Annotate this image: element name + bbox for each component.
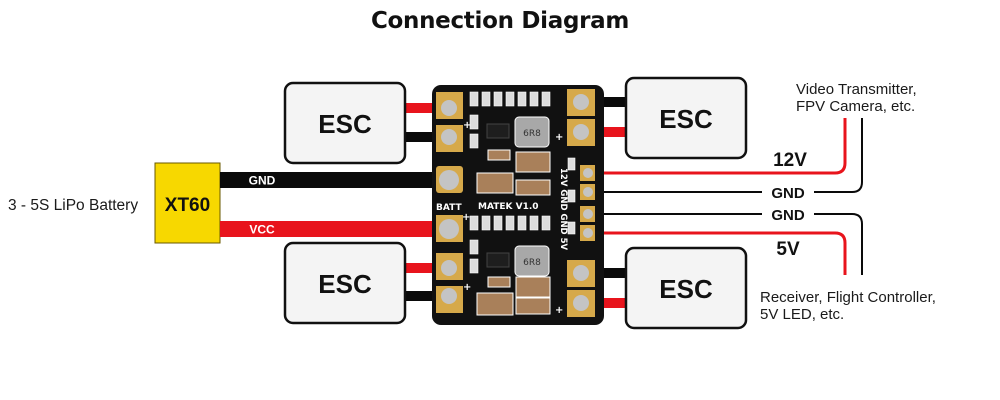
battery-label: 3 - 5S LiPo Battery — [8, 197, 138, 214]
capacitors — [476, 149, 551, 316]
pad-esc-tr-neg — [567, 89, 595, 116]
wire-12v — [592, 118, 847, 175]
output-pad-label: 12V GND GND 5V — [558, 168, 568, 250]
esc-tr-pos-wire — [585, 127, 627, 137]
pad-esc-bl-pos — [436, 253, 463, 280]
svg-text:+: + — [463, 282, 471, 293]
esc-bl-neg-wire — [405, 291, 445, 301]
device-top-line2: FPV Camera, etc. — [796, 98, 915, 115]
battery-vcc-label: VCC — [249, 223, 275, 237]
battery-gnd-wire — [220, 172, 442, 188]
label-5v: 5V — [776, 239, 800, 260]
wire-gnd1-b — [814, 118, 863, 193]
esc-bottom-right: ESC — [624, 246, 748, 330]
svg-text:6R8: 6R8 — [523, 258, 541, 268]
xt60-connector — [154, 162, 221, 244]
regulator-ic-bottom — [486, 252, 510, 268]
pad-esc-tr-pos — [567, 119, 595, 146]
svg-text:+: + — [463, 120, 471, 131]
label-12v: 12V — [773, 150, 807, 171]
esc-bottom-left: ESC — [283, 241, 407, 325]
svg-text:+: + — [555, 132, 563, 143]
svg-text:6R8: 6R8 — [523, 129, 541, 139]
pad-12v-dot — [583, 168, 593, 178]
pad-5v-dot — [583, 228, 593, 238]
esc-tl-pos-wire — [405, 103, 445, 113]
pad-esc-br-pos — [567, 290, 595, 317]
pad-esc-br-neg — [567, 260, 595, 287]
esc-label: ESC — [318, 109, 372, 139]
esc-top-left: ESC — [283, 81, 407, 165]
pad-gnd1-dot — [583, 187, 593, 197]
esc-br-pos-wire — [585, 298, 627, 308]
device-bottom-line2: 5V LED, etc. — [760, 306, 844, 323]
label-gnd1: GND — [771, 185, 805, 202]
device-bottom-line1: Receiver, Flight Controller, — [760, 289, 936, 306]
battery-gnd-label: GND — [249, 174, 276, 188]
board-name: MATEK V1.0 — [478, 202, 539, 212]
esc-label: ESC — [659, 104, 713, 134]
diagram-title: Connection Diagram — [370, 8, 630, 34]
esc-top-right: ESC — [624, 76, 748, 160]
battery-vcc-wire — [220, 221, 442, 237]
svg-text:+: + — [555, 305, 563, 316]
label-gnd2: GND — [771, 207, 805, 224]
inductor-bottom: 6R8 — [514, 245, 550, 277]
inductor-top: 6R8 — [514, 116, 550, 148]
esc-br-neg-wire — [585, 268, 627, 278]
smd-side — [469, 114, 576, 274]
pad-batt-vcc — [436, 215, 463, 242]
pad-esc-bl-neg — [436, 286, 463, 313]
xt60-label: XT60 — [165, 195, 210, 216]
regulator-ic-top — [486, 123, 510, 139]
device-top-line1: Video Transmitter, — [796, 81, 917, 98]
smd-resistors-bottom — [469, 215, 551, 231]
pad-esc-tl-neg — [436, 125, 463, 152]
pad-gnd2-dot — [583, 209, 593, 219]
smd-resistors-top — [469, 91, 551, 107]
esc-bl-pos-wire — [405, 263, 445, 273]
esc-tr-neg-wire — [585, 97, 627, 107]
pad-batt-gnd — [436, 166, 463, 193]
esc-tl-neg-wire — [405, 132, 445, 142]
esc-label: ESC — [318, 269, 372, 299]
esc-label: ESC — [659, 274, 713, 304]
pad-esc-tl-pos — [436, 92, 463, 119]
polarity-marks: + + + + + — [462, 120, 563, 316]
pdb-board: BATT — [432, 85, 604, 325]
svg-text:+: + — [462, 212, 470, 223]
wire-gnd2-b — [814, 213, 863, 275]
wire-5v — [592, 231, 847, 275]
batt-label: BATT — [436, 203, 462, 213]
